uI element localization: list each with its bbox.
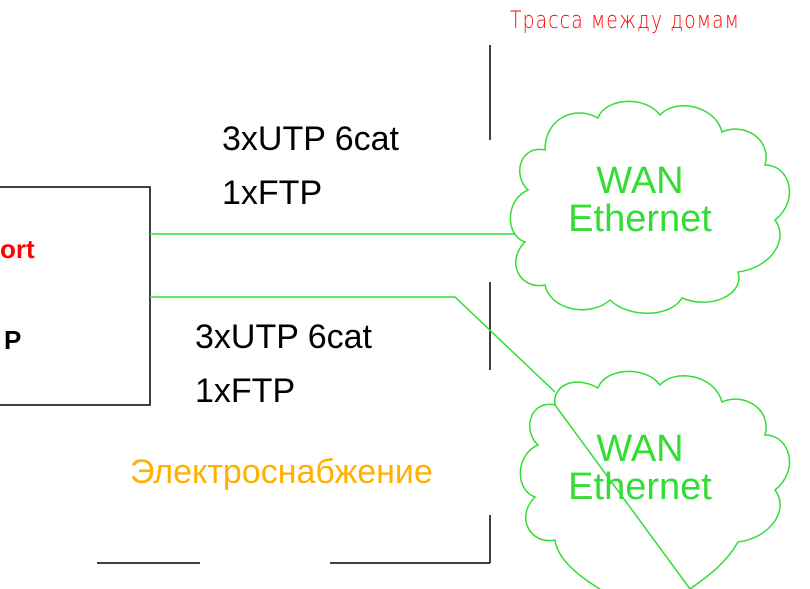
cable-label-top-line1: 3xUTP 6cat [222, 120, 400, 158]
wan-cloud-label-1: WAN Ethernet [555, 162, 725, 238]
cloud-line-ethernet: Ethernet [568, 466, 712, 508]
cable-label-bottom-line1: 3xUTP 6cat [195, 318, 373, 356]
cable-label-bottom-line2: 1xFTP [195, 372, 296, 410]
power-supply-label: Электроснабжение [130, 453, 433, 491]
route-label: Трасса между домам [510, 6, 741, 34]
cloud-line-ethernet: Ethernet [568, 198, 712, 240]
equipment-box [0, 186, 151, 406]
link-line [150, 296, 556, 393]
port-label: ort [0, 234, 35, 264]
wan-cloud-shape [519, 370, 791, 589]
wan-cloud-label-2: WAN Ethernet [555, 430, 725, 506]
cloud-line-wan: WAN [596, 428, 684, 470]
p-label: P [4, 325, 22, 355]
wan-cloud-shape [509, 100, 791, 314]
cloud-line-wan: WAN [596, 160, 684, 202]
cable-label-top-line2: 1xFTP [222, 174, 323, 212]
